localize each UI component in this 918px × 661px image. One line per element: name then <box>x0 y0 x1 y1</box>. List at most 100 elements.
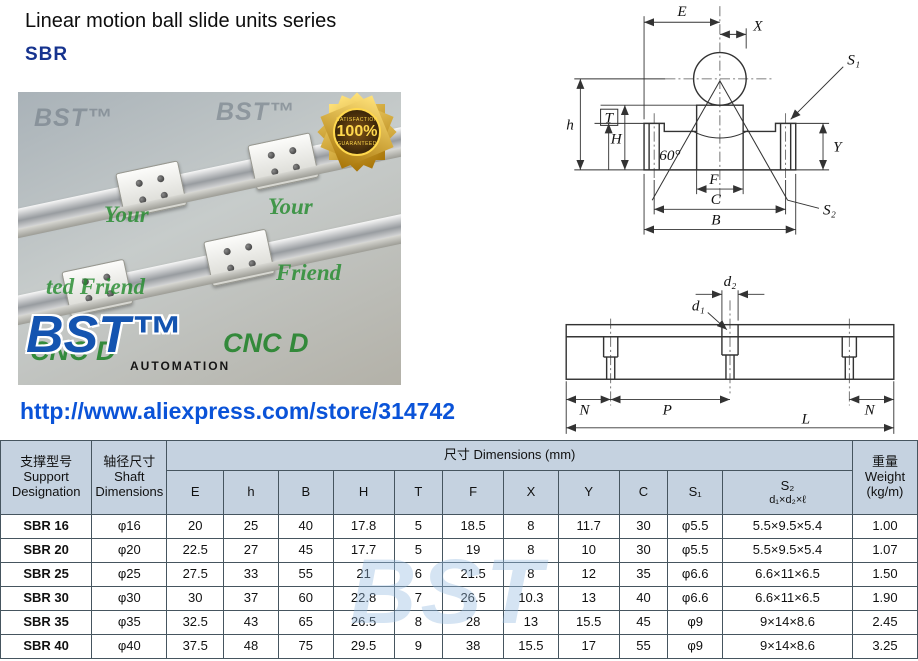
dim-label-c: C <box>711 191 722 208</box>
bst-logo-subtitle: AUTOMATION <box>130 359 231 373</box>
header-col-b: B <box>277 470 334 515</box>
cell-dimension: 55 <box>277 562 334 587</box>
badge-top-text: SATISFACTION <box>336 117 378 123</box>
cell-weight: 1.07 <box>851 538 918 563</box>
bolt-hole <box>134 179 143 188</box>
dim-label-s1: S₁ <box>847 52 860 69</box>
header-col-f: F <box>442 470 505 515</box>
cell-dimension: φ6.6 <box>667 586 724 611</box>
cell-dimension: 45 <box>618 610 669 635</box>
page-title: Linear motion ball slide units series <box>25 10 337 32</box>
header-col-s1: S₁ <box>667 470 724 515</box>
bolt-hole <box>247 259 256 268</box>
dim-label-d2: d₂ <box>724 273 737 290</box>
cell-dimension: 32.5 <box>166 610 225 635</box>
watermark-bst: BST™ <box>216 98 295 126</box>
cell-dimension: 8 <box>503 562 559 587</box>
bolt-hole <box>266 151 275 160</box>
cell-dimension: 17.8 <box>332 514 395 539</box>
cell-designation: SBR 16 <box>0 514 93 539</box>
dim-label-e: E <box>676 3 687 20</box>
cell-dimension: 27.5 <box>166 562 225 587</box>
header-line-en: (kg/m) <box>866 483 904 499</box>
cell-dimension: 37.5 <box>166 634 225 659</box>
watermark-cnc: CNC D <box>223 328 309 358</box>
cell-dimension: 40 <box>618 586 669 611</box>
header-col-e: E <box>166 470 225 515</box>
cell-dimension: 5 <box>393 514 444 539</box>
cell-designation: SBR 20 <box>0 538 93 563</box>
watermark-your: Your <box>268 194 313 219</box>
header-line-zh: 支撑型号 <box>20 454 73 470</box>
cell-designation: SBR 25 <box>0 562 93 587</box>
cell-dimension: 9×14×8.6 <box>722 610 853 635</box>
bolt-hole <box>159 191 168 200</box>
satisfaction-badge: SATISFACTION 100% GUARANTEED <box>317 92 397 172</box>
header-col-s2: S₂ d₁×d₂×ℓ <box>722 470 853 515</box>
cell-dimension: 9 <box>393 634 444 659</box>
cell-dimension: 26.5 <box>442 586 505 611</box>
watermark-cnc: CNC D <box>30 336 116 366</box>
dim-label-s2: S₂ <box>823 201 836 218</box>
cell-dimension: 27 <box>223 538 279 563</box>
header-line-en: Shaft <box>114 469 145 485</box>
header-line-en: Support <box>23 469 69 485</box>
cell-dimension: 11.7 <box>557 514 620 539</box>
cell-dimension: 28 <box>442 610 505 635</box>
cell-dimension: 8 <box>503 538 559 563</box>
cell-weight: 1.50 <box>851 562 918 587</box>
bolt-hole <box>270 167 279 177</box>
cell-dimension: 7 <box>393 586 444 611</box>
cell-dimension: 5.5×9.5×5.4 <box>722 514 853 539</box>
cell-dimension: 33 <box>223 562 279 587</box>
dim-label-n-left: N <box>578 402 590 419</box>
cell-dimension: 6 <box>393 562 444 587</box>
cell-dimension: 8 <box>393 610 444 635</box>
watermark-bst: BST™ <box>34 104 113 132</box>
header-shaft-dimensions: 轴径尺寸 Shaft Dimensions <box>91 440 168 515</box>
cell-dimension: 30 <box>618 514 669 539</box>
cell-dimension: 21.5 <box>442 562 505 587</box>
cell-dimension: 13 <box>503 610 559 635</box>
cell-dimension: 9×14×8.6 <box>722 634 853 659</box>
cell-designation: SBR 35 <box>0 610 93 635</box>
cell-dimension: 17 <box>557 634 620 659</box>
cell-shaft: φ20 <box>91 538 168 563</box>
store-url-link[interactable]: http://www.aliexpress.com/store/314742 <box>20 398 456 424</box>
header-line-zh: 重量 <box>871 454 898 470</box>
cell-dimension: 15.5 <box>557 610 620 635</box>
cell-shaft: φ40 <box>91 634 168 659</box>
badge-core: SATISFACTION 100% GUARANTEED <box>333 108 381 156</box>
cell-dimension: 22.5 <box>166 538 225 563</box>
side-view-diagram: d₂ d₁ N P N L <box>565 273 895 434</box>
header-support-designation: 支撑型号 Support Designation <box>0 440 93 515</box>
cell-dimension: 65 <box>277 610 334 635</box>
dim-label-l: L <box>801 411 810 428</box>
cell-dimension: 43 <box>223 610 279 635</box>
cell-dimension: 13 <box>557 586 620 611</box>
cell-dimension: 75 <box>277 634 334 659</box>
product-photo: BST™ BST™ Your Your ted Friend Friend CN… <box>18 92 401 385</box>
cell-dimension: 8 <box>503 514 559 539</box>
cell-dimension: 30 <box>618 538 669 563</box>
dim-label-n-right: N <box>863 402 875 419</box>
header-line-en: Weight <box>864 469 906 485</box>
cell-shaft: φ16 <box>91 514 168 539</box>
cell-designation: SBR 30 <box>0 586 93 611</box>
cell-dimension: 26.5 <box>332 610 395 635</box>
slide-block <box>247 132 320 191</box>
header-col-y: Y <box>557 470 620 515</box>
cell-dimension: 60 <box>277 586 334 611</box>
header-col-x: X <box>503 470 559 515</box>
dim-label-angle: 60° <box>659 147 680 164</box>
header-col-t: T <box>393 470 444 515</box>
header-col-s2-label: S₂ <box>780 477 795 493</box>
cell-shaft: φ35 <box>91 610 168 635</box>
bolt-hole <box>288 146 297 155</box>
header-dimensions-mm: 尺寸 Dimensions (mm) <box>166 440 853 471</box>
header-line-zh: 轴径尺寸 <box>103 454 156 470</box>
bolt-hole <box>244 242 253 252</box>
